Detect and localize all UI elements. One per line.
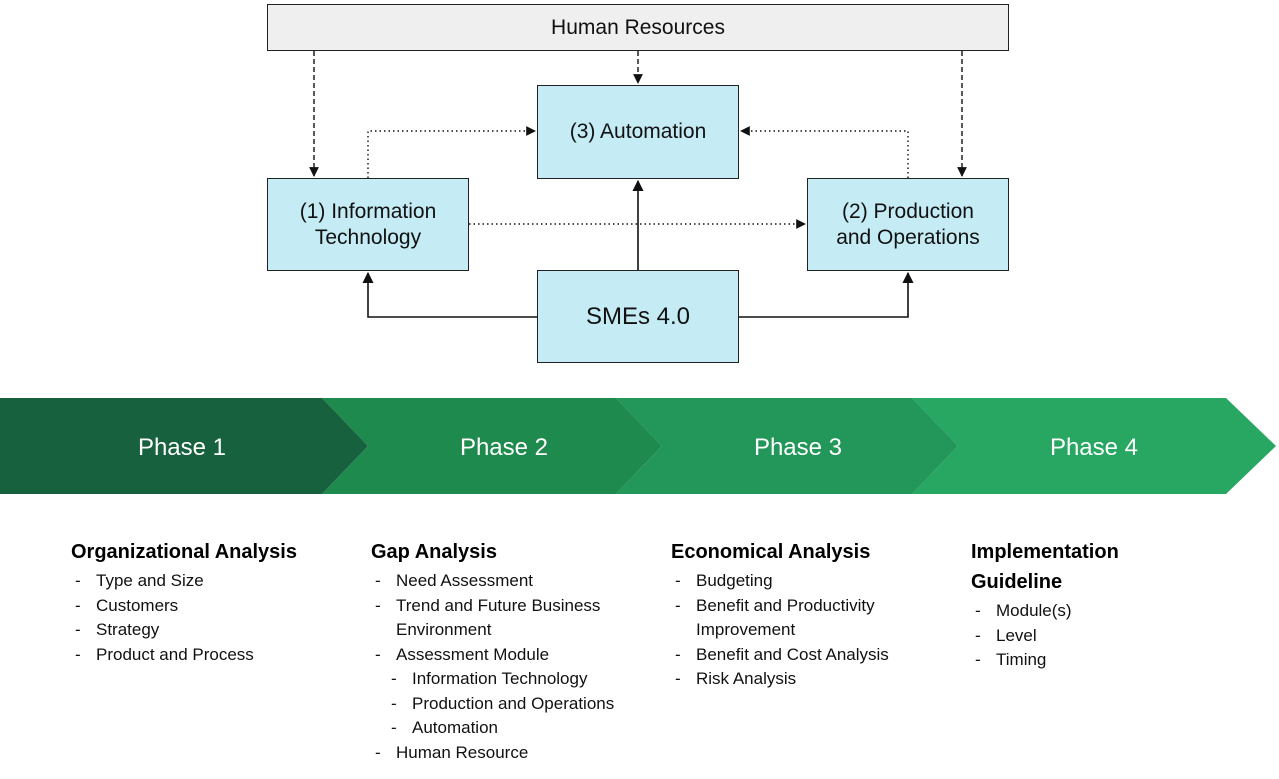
production-operations-label-line1: (2) Production	[842, 199, 974, 223]
column-title: Gap Analysis	[371, 541, 497, 563]
list-item: Benefit and Productivity Improvement	[671, 594, 933, 643]
automation-label: (3) Automation	[569, 120, 707, 144]
smes-box: SMEs 4.0	[537, 270, 739, 363]
automation-box: (3) Automation	[537, 85, 739, 179]
smes-label: SMEs 4.0	[585, 302, 691, 330]
list-item: Timing	[971, 648, 1151, 673]
list-item: Benefit and Cost Analysis	[671, 643, 933, 668]
phase-4-column: Implementation Guideline Module(s)LevelT…	[971, 537, 1151, 673]
production-operations-box: (2) Production and Operations	[807, 178, 1009, 271]
phase-3-column: Economical Analysis BudgetingBenefit and…	[671, 537, 933, 692]
phase-2-column: Gap Analysis Need AssessmentTrend and Fu…	[371, 537, 633, 765]
column-title: Economical Analysis	[671, 541, 871, 563]
phase-3-label: Phase 3	[754, 434, 842, 461]
phase-banner: Phase 1 Phase 2 Phase 3 Phase 4	[0, 398, 1276, 494]
list-item: Trend and Future Business Environment	[371, 594, 633, 643]
phase-4-chevron	[912, 398, 1276, 494]
information-technology-box: (1) Information Technology	[267, 178, 469, 271]
information-technology-label-line1: (1) Information	[299, 199, 437, 223]
column-title: Organizational Analysis	[71, 541, 297, 563]
list-item: Risk Analysis	[671, 667, 933, 692]
phase-1-chevron	[0, 398, 368, 494]
information-technology-label-line2: Technology	[314, 225, 422, 249]
list-item: Customers	[71, 594, 341, 619]
phase-2-label: Phase 2	[460, 434, 548, 461]
po-to-automation-arrow	[740, 126, 909, 178]
phase-1-label: Phase 1	[138, 434, 226, 461]
list-item: Product and Process	[71, 643, 341, 668]
column-list: Need AssessmentTrend and Future Business…	[371, 569, 633, 765]
list-item: Type and Size	[71, 569, 341, 594]
production-operations-label-line2: and Operations	[836, 225, 980, 249]
smes-to-po-arrow	[739, 271, 914, 318]
it-to-automation-arrow	[367, 126, 536, 178]
sub-list-item: Automation	[371, 716, 633, 741]
phase-1-column: Organizational Analysis Type and SizeCus…	[71, 537, 341, 667]
phase-3-chevron	[616, 398, 958, 494]
list-item: Human Resource	[371, 741, 633, 766]
diagram-connectors	[309, 51, 967, 318]
column-list: BudgetingBenefit and Productivity Improv…	[671, 569, 933, 692]
list-item: Need Assessment	[371, 569, 633, 594]
list-item: Strategy	[71, 618, 341, 643]
column-title: Implementation Guideline	[971, 541, 1119, 593]
list-item: Assessment Module	[371, 643, 633, 668]
phase-2-chevron	[322, 398, 662, 494]
sub-list-item: Production and Operations	[371, 692, 633, 717]
smes-to-it-arrow	[362, 271, 537, 318]
list-item: Level	[971, 624, 1151, 649]
sub-list-item: Information Technology	[371, 667, 633, 692]
list-item: Budgeting	[671, 569, 933, 594]
phase-4-label: Phase 4	[1050, 434, 1138, 461]
list-item: Module(s)	[971, 599, 1151, 624]
human-resources-label: Human Resources	[551, 15, 725, 39]
human-resources-box: Human Resources	[267, 4, 1009, 51]
column-list: Module(s)LevelTiming	[971, 599, 1151, 673]
column-list: Type and SizeCustomersStrategyProduct an…	[71, 569, 341, 667]
